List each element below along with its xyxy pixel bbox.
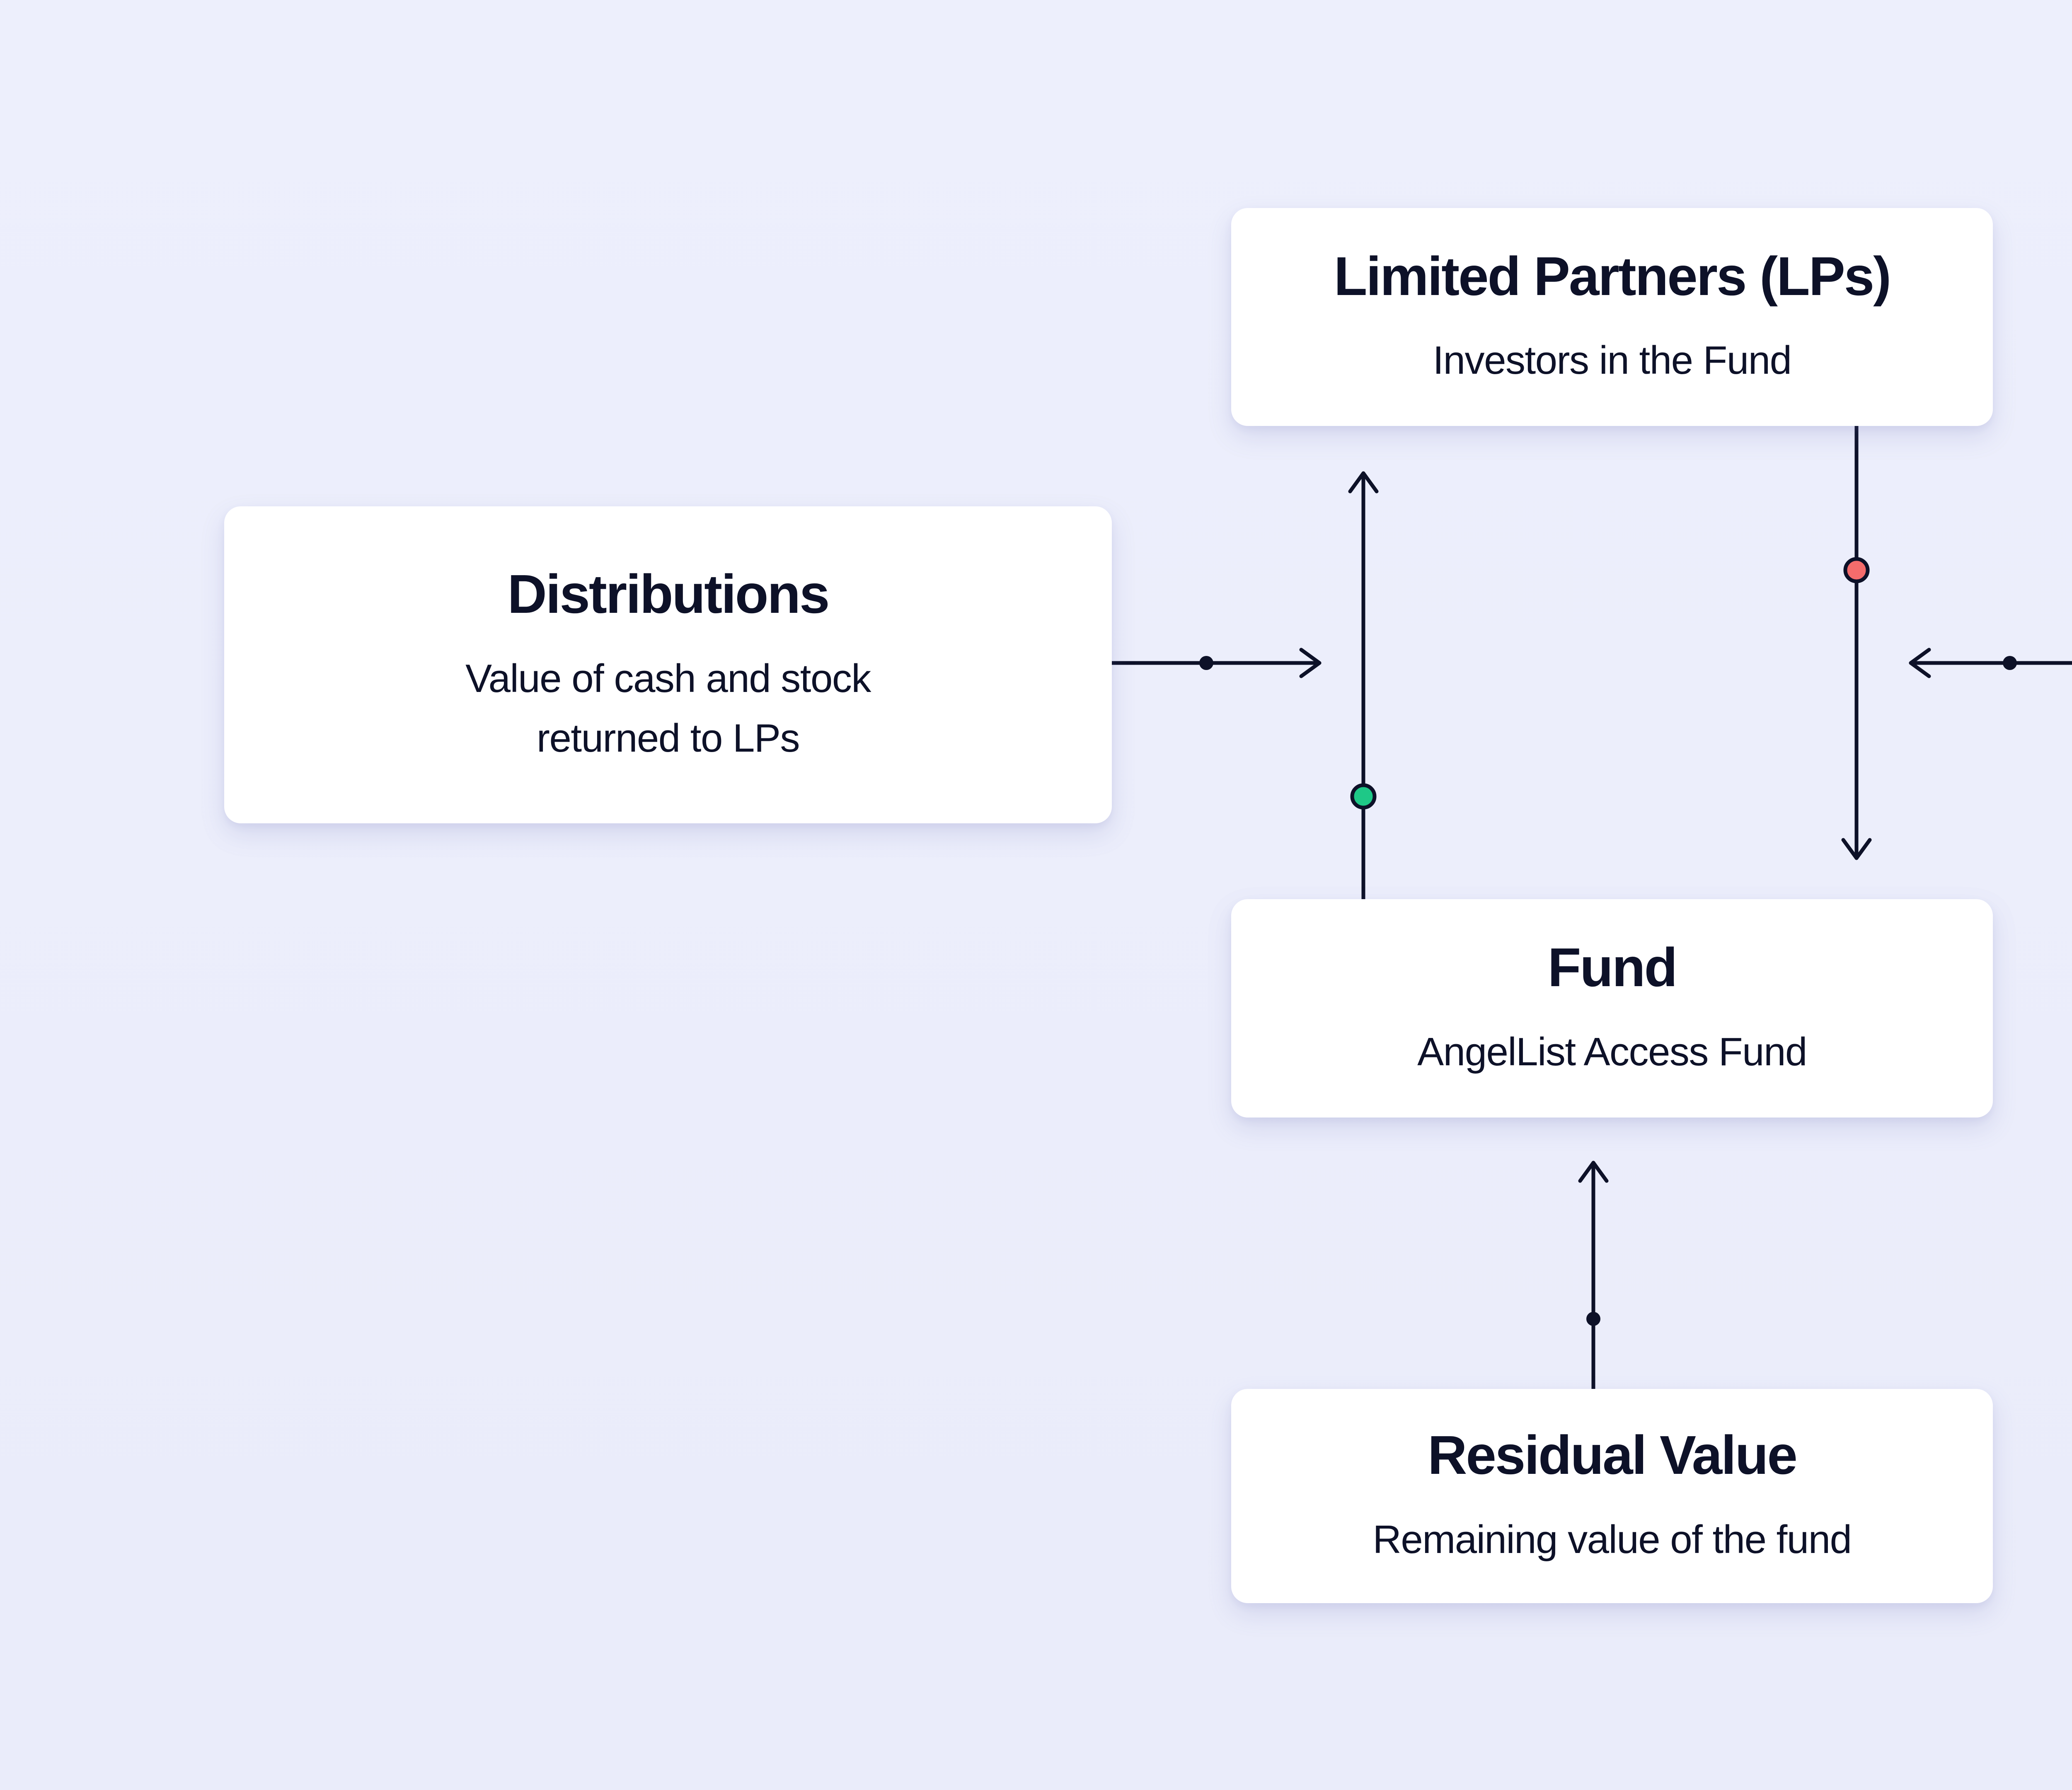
node-distributions-subtitle: Value of cash and stock returned to LPs: [465, 656, 871, 760]
arrowhead-left-icon: [1909, 648, 1931, 678]
node-fund: Fund AngelList Access Fund: [1231, 899, 1993, 1118]
paid-in-capital-marker-red-dot: [1843, 557, 1870, 583]
node-residual-value-subtitle: Remaining value of the fund: [1372, 1517, 1852, 1562]
arrowhead-down-icon: [1841, 838, 1872, 860]
arrowhead-up-small-icon: [1578, 1161, 1609, 1183]
arrowhead-right-icon: [1299, 648, 1322, 678]
distributions-navy-dot: [1199, 656, 1213, 670]
node-fund-title: Fund: [1547, 937, 1678, 998]
paid-in-capital-navy-dot: [2003, 656, 2017, 670]
distributions-marker-green-dot: [1350, 783, 1377, 810]
node-distributions: Distributions Value of cash and stock re…: [224, 506, 1112, 823]
arrowhead-up-icon: [1348, 471, 1379, 493]
node-distributions-title: Distributions: [507, 564, 830, 625]
residual-navy-dot: [1586, 1312, 1600, 1326]
node-limited-partners: Limited Partners (LPs) Investors in the …: [1231, 208, 1993, 426]
node-limited-partners-title: Limited Partners (LPs): [1334, 245, 1891, 307]
node-fund-subtitle: AngelList Access Fund: [1417, 1029, 1807, 1074]
node-residual-value-title: Residual Value: [1428, 1425, 1798, 1486]
node-residual-value: Residual Value Remaining value of the fu…: [1231, 1389, 1993, 1603]
node-limited-partners-subtitle: Investors in the Fund: [1433, 338, 1792, 383]
